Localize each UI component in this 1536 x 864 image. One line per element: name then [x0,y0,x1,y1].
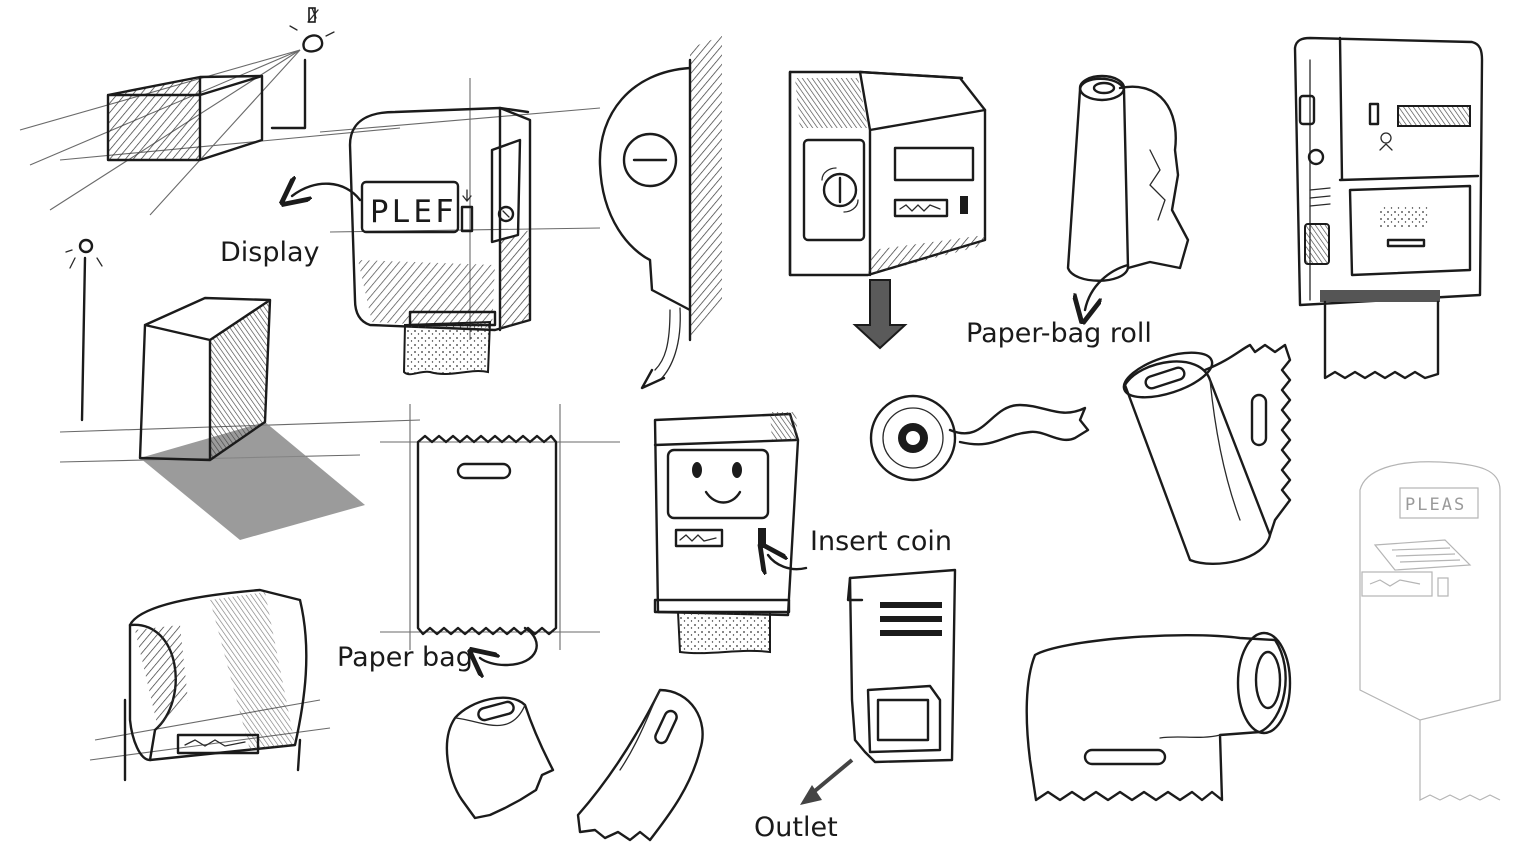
folded-bag-curled [576,688,704,842]
dispenser-faint-sketch: PLEAS [1359,461,1501,801]
label-paper-bag-roll: Paper-bag roll [966,318,1152,349]
dispenser-curved-sketch [89,588,331,782]
dispenser-final-sketch [1293,36,1484,380]
paper-bag-roll-cutouts [1122,343,1292,566]
perspective-box-sketch [19,7,401,216]
label-insert-coin: Insert coin [810,526,952,557]
folded-bag-small [445,696,555,820]
dispenser-angular-sketch [788,70,987,350]
dispenser-profile-sketch [598,36,722,390]
label-display: Display [220,237,320,268]
label-paper-bag: Paper bag [337,642,473,673]
dispenser-display-sketch: PLEF [292,78,601,376]
paper-bag-roll-horizontal [1025,631,1292,802]
label-outlet: Outlet [754,812,838,843]
shaded-box-sketch [59,238,421,540]
faint-display-readout: PLEAS [1405,495,1466,515]
paper-bag-flat [380,404,620,665]
paper-roll-unrolling [869,394,1090,482]
display-readout: PLEF [370,194,457,230]
paper-bag-roll-standing [1066,74,1190,310]
outlet-panel-sketch [800,568,957,805]
dispenser-smiley-sketch [653,412,808,655]
